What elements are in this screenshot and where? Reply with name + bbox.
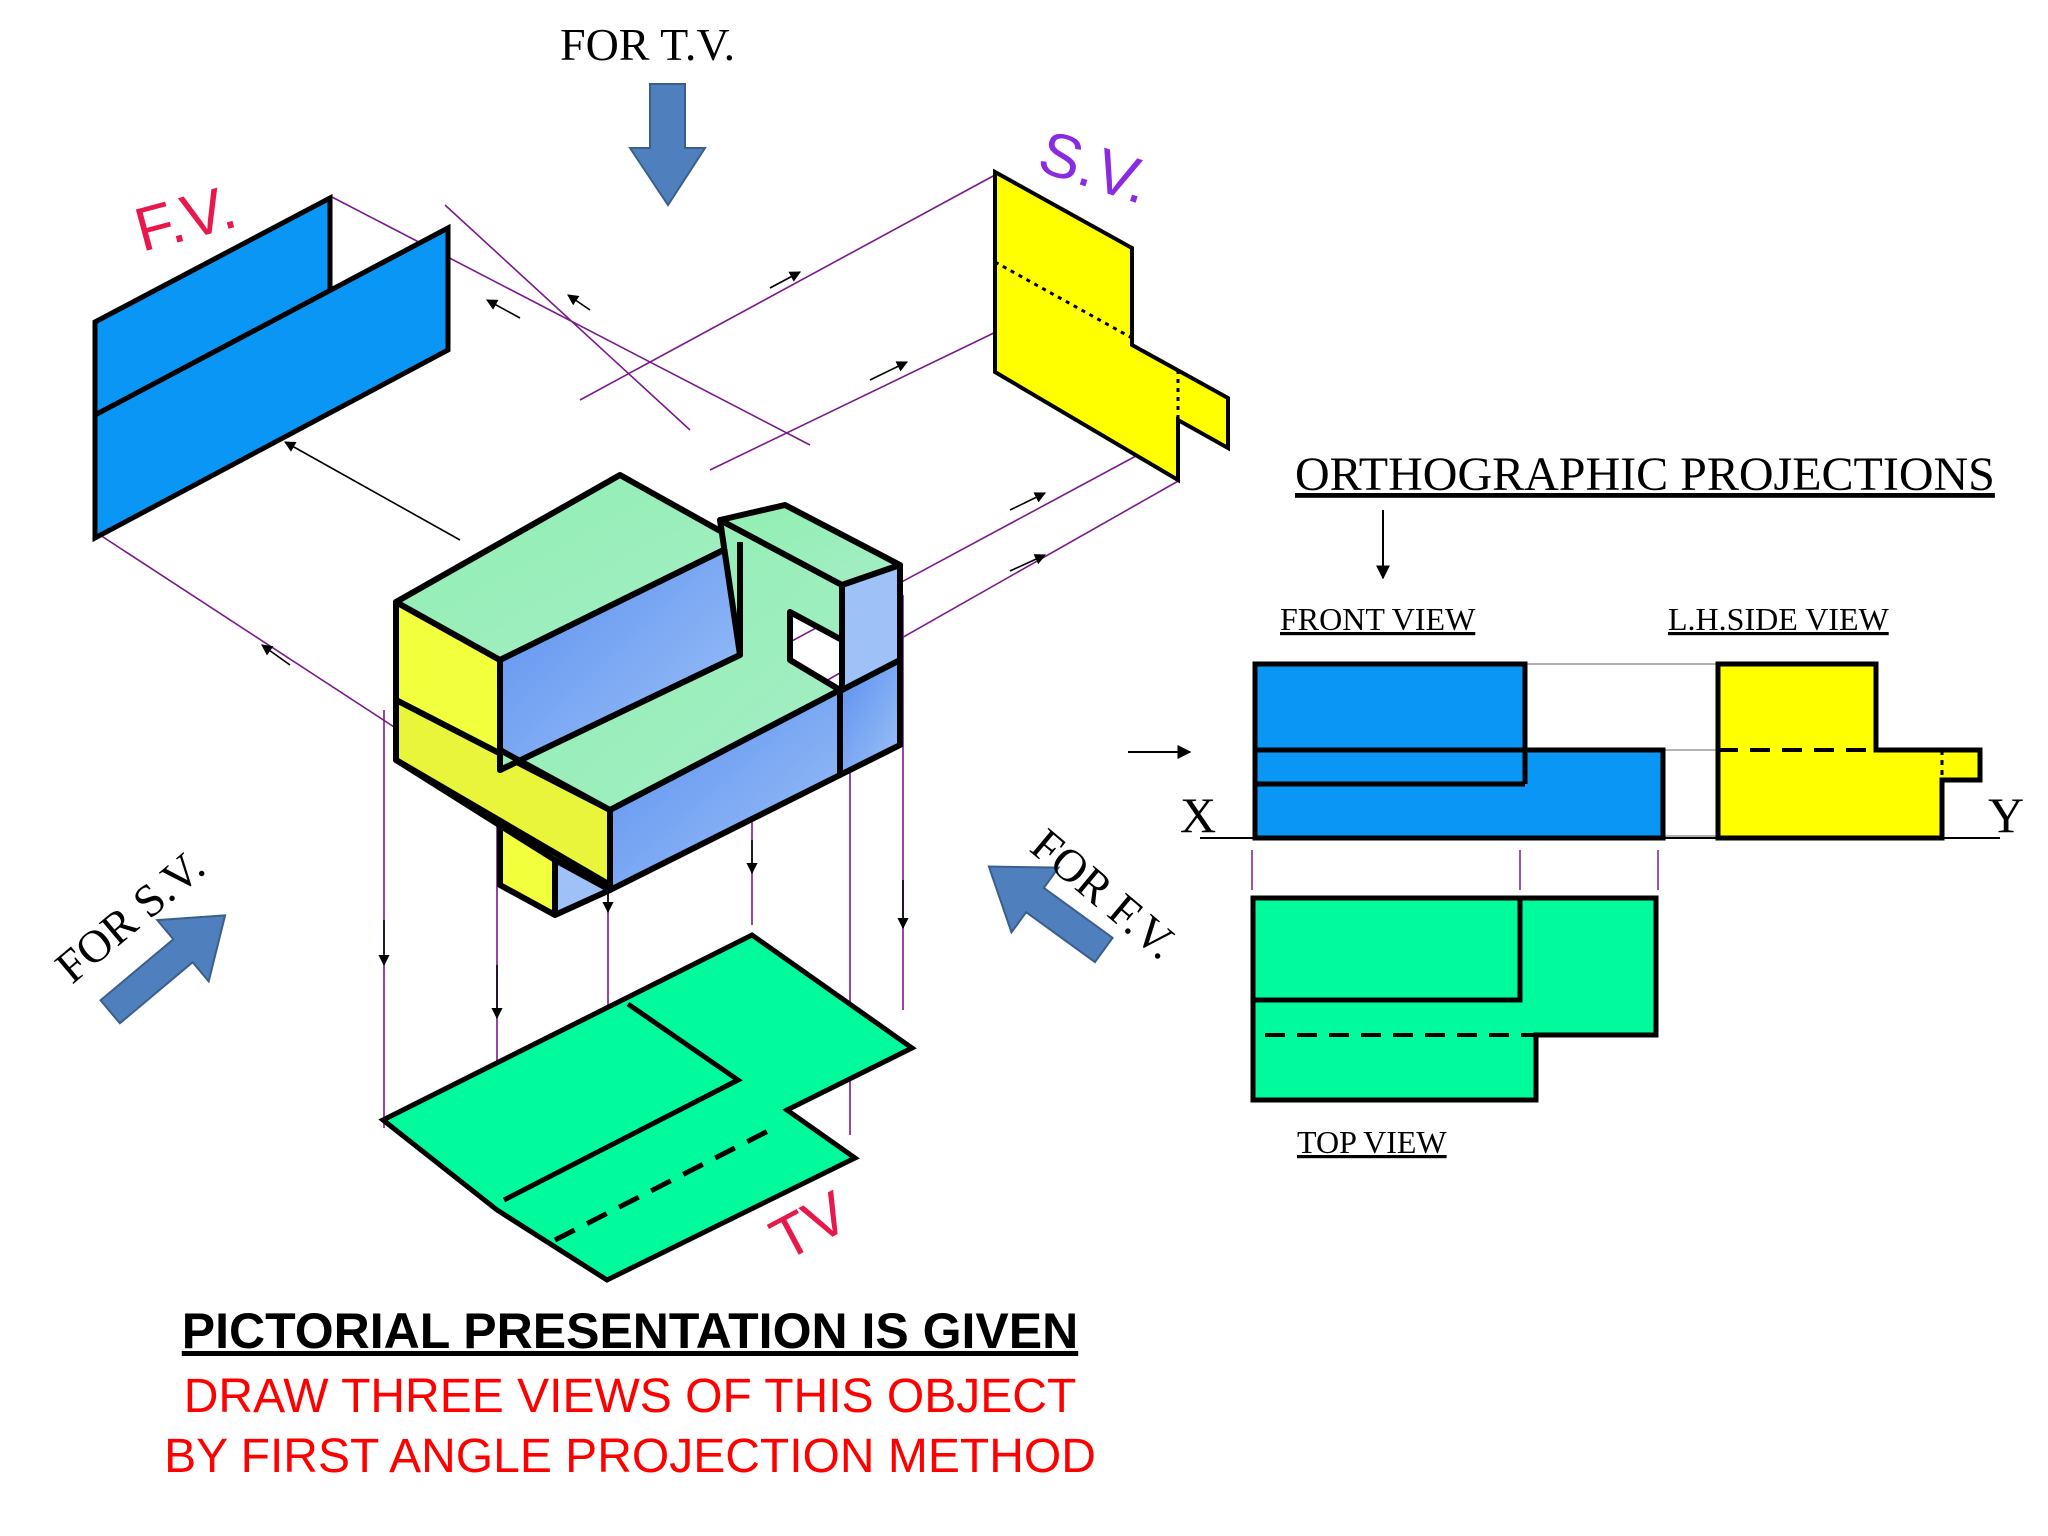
side-view-drawing	[1715, 661, 1983, 841]
for-fv-arrow	[987, 865, 1114, 964]
side-view-label: L.H.SIDE VIEW	[1668, 601, 1890, 637]
x-label: X	[1180, 787, 1216, 843]
caption-line3: BY FIRST ANGLE PROJECTION METHOD	[164, 1430, 1096, 1483]
top-view-drawing	[1250, 895, 1659, 1103]
projector-arrowheads	[261, 271, 1047, 1020]
isometric-object	[393, 472, 903, 918]
caption-line1: PICTORIAL PRESENTATION IS GIVEN	[182, 1303, 1078, 1359]
front-view-label: FRONT VIEW	[1280, 601, 1476, 637]
front-view-plane	[92, 193, 451, 543]
ortho-heading: ORTHOGRAPHIC PROJECTIONS	[1295, 448, 1995, 501]
ortho-guides	[1525, 663, 1718, 837]
for-tv-label: FOR T.V.	[560, 19, 735, 70]
top-view-label: TOP VIEW	[1297, 1124, 1447, 1160]
caption-line2: DRAW THREE VIEWS OF THIS OBJECT	[184, 1370, 1077, 1423]
top-view-plane	[378, 932, 917, 1283]
for-sv-label: FOR S.V.	[46, 840, 214, 993]
y-label: Y	[1988, 787, 2024, 843]
for-sv-arrow	[99, 914, 227, 1025]
for-tv-arrow	[628, 83, 707, 207]
front-view-drawing	[1252, 661, 1666, 841]
side-view-plane	[993, 168, 1230, 484]
ortho-violet-guides	[1251, 850, 1659, 890]
